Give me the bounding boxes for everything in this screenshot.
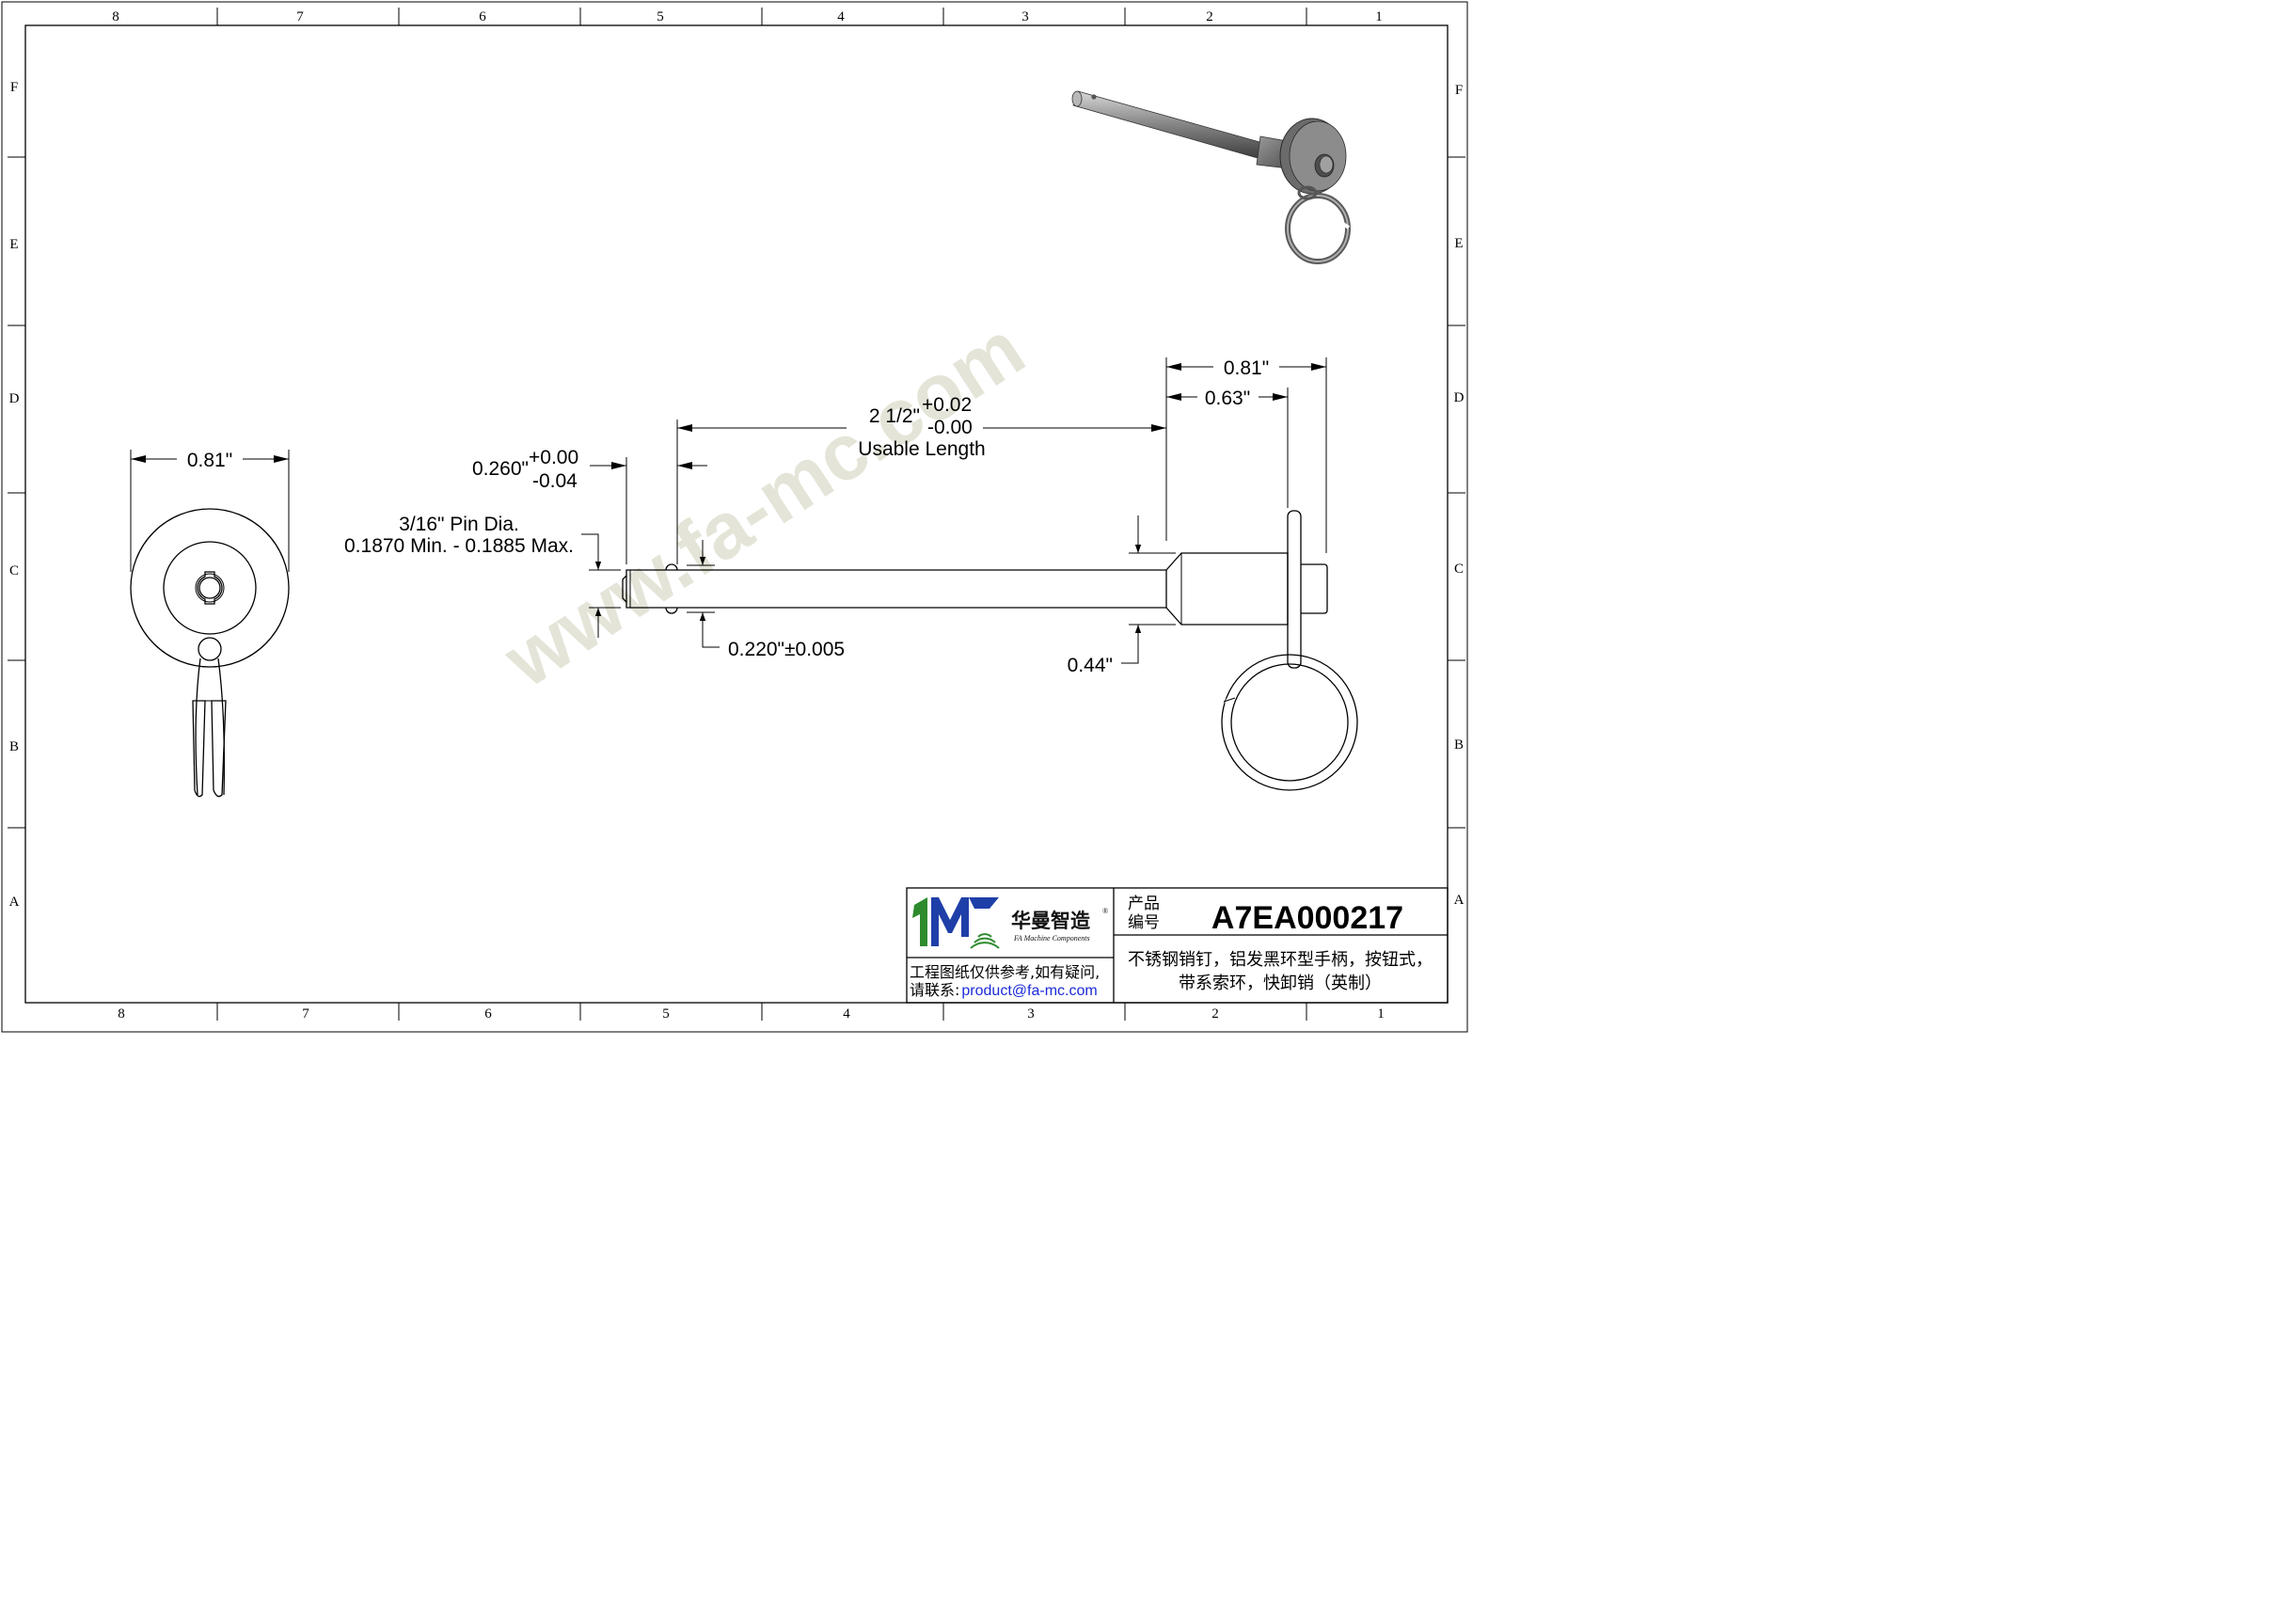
tip-length-tol-minus: -0.04 — [532, 470, 578, 492]
drawing-sheet: 8 7 6 5 4 3 2 1 8 7 6 5 4 3 2 1 F E D C … — [1, 1, 1468, 1033]
handle-flange-dim: 0.63" — [1205, 388, 1250, 409]
tip-length-tol-plus: +0.00 — [529, 447, 578, 468]
zone-col-5: 5 — [662, 1006, 670, 1022]
zone-col-8: 8 — [112, 9, 119, 24]
product-code: A7EA000217 — [1211, 900, 1403, 936]
brand-name-cn: 华曼智造 — [1011, 910, 1091, 932]
zone-col-5: 5 — [657, 9, 664, 24]
zone-row-c: C — [1454, 562, 1464, 577]
zone-col-1: 1 — [1377, 1006, 1385, 1022]
sheet-frame — [1, 1, 1468, 1033]
zone-labels-right: F E D C B A — [1454, 83, 1465, 908]
zone-row-f: F — [1455, 83, 1463, 98]
front-view: 0.81" — [130, 450, 290, 798]
zone-col-4: 4 — [837, 9, 845, 24]
zone-row-f: F — [10, 80, 18, 95]
zone-col-3: 3 — [1027, 1006, 1035, 1022]
pin-dia-line1: 3/16" Pin Dia. — [399, 514, 519, 535]
title-block: 华曼智造 ® FA Machine Components 工程图纸仅供参考,如有… — [906, 887, 1449, 1004]
zone-labels-left: F E D C B A — [9, 80, 20, 910]
brand-registered-mark: ® — [1102, 907, 1108, 915]
zone-row-c: C — [9, 563, 19, 578]
brand-name-en: FA Machine Components — [1013, 934, 1090, 943]
zone-col-1: 1 — [1375, 9, 1383, 24]
handle-overall-dim: 0.81" — [1224, 357, 1269, 379]
company-logo: 华曼智造 ® FA Machine Components — [912, 897, 1108, 949]
product-code-label-line1: 产品 — [1128, 895, 1160, 913]
ball-dia-dim: 0.220"±0.005 — [728, 639, 845, 660]
zone-row-e: E — [1454, 236, 1463, 251]
zone-labels-bottom: 8 7 6 5 4 3 2 1 — [118, 1006, 1385, 1022]
isometric-pin-render — [1071, 90, 1351, 264]
product-code-label-line2: 编号 — [1128, 913, 1160, 932]
zone-col-2: 2 — [1206, 9, 1213, 24]
tip-length-value: 0.260" — [472, 458, 529, 480]
usable-length-tol-minus: -0.00 — [927, 417, 973, 438]
zone-row-d: D — [9, 391, 20, 406]
zone-row-a: A — [9, 895, 20, 910]
zone-col-6: 6 — [484, 1006, 492, 1022]
contact-email-link[interactable]: product@fa-mc.com — [961, 983, 1097, 999]
usable-length-value: 2 1/2" — [869, 405, 920, 427]
zone-col-8: 8 — [118, 1006, 125, 1022]
pin-dia-line2: 0.1870 Min. - 0.1885 Max. — [344, 535, 574, 557]
zone-col-4: 4 — [843, 1006, 850, 1022]
side-view: 0.81" 0.63" 2 1/2" +0.02 -0.00 Usable Le… — [344, 357, 1358, 791]
contact-prefix: 请联系: — [910, 981, 959, 999]
zone-row-b: B — [9, 739, 19, 754]
reference-note-line1: 工程图纸仅供参考,如有疑问, — [910, 963, 1100, 981]
zone-col-7: 7 — [296, 9, 304, 24]
reference-note-line2: 请联系:product@fa-mc.com — [910, 981, 1098, 999]
zone-labels-top: 8 7 6 5 4 3 2 1 — [112, 9, 1383, 24]
zone-row-e: E — [9, 237, 18, 252]
product-description-line2: 带系索环，快卸销（英制） — [1179, 974, 1382, 993]
zone-col-2: 2 — [1211, 1006, 1219, 1022]
body-dia-dim: 0.44" — [1068, 655, 1113, 676]
front-diameter-label: 0.81" — [187, 450, 232, 471]
zone-col-7: 7 — [302, 1006, 309, 1022]
usable-length-caption: Usable Length — [858, 438, 985, 460]
zone-row-a: A — [1454, 893, 1465, 908]
zone-row-b: B — [1454, 737, 1464, 752]
zone-col-6: 6 — [479, 9, 486, 24]
product-description-line1: 不锈钢销钉，铝发黑环型手柄，按钮式， — [1128, 950, 1433, 970]
zone-row-d: D — [1454, 390, 1465, 405]
zone-col-3: 3 — [1021, 9, 1029, 24]
usable-length-tol-plus: +0.02 — [922, 394, 972, 416]
